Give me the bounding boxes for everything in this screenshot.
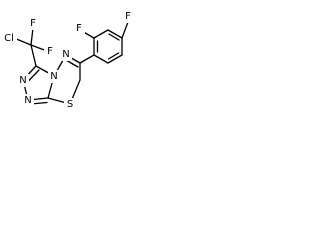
atom-n-azine-top-label: N <box>62 49 69 60</box>
bond-ring-inner-2 <box>107 52 120 60</box>
bond-phenyl-to-thiadiazine <box>79 54 95 64</box>
atom-f-cf2-b: F <box>44 45 56 58</box>
atom-f-cf2-b-label: F <box>47 46 53 57</box>
atom-n-triazole-left: N <box>17 74 29 87</box>
atom-n-azine-bridge-label: N <box>50 71 57 82</box>
atom-n-azine-top: N <box>60 48 72 61</box>
bond-c-f-top <box>121 21 129 39</box>
atom-n-triazole-bottom: N <box>22 94 34 107</box>
atom-n-triazole-bottom-label: N <box>24 95 31 106</box>
bond-c3-cf2 <box>30 44 37 67</box>
atom-s-ring-label: S <box>67 99 73 110</box>
bond-ring-a1-a2 <box>107 29 123 39</box>
difluorophenyl-ring <box>93 29 123 64</box>
chemical-structure-diagram: F F Cl F F N N N N S <box>1 10 134 111</box>
bond-ring-inner-1 <box>108 33 120 41</box>
atom-f-cf2-a-label: F <box>30 18 36 29</box>
atom-cl-label: Cl <box>4 33 14 44</box>
bond-ring-a3-a4 <box>107 54 123 64</box>
bond-ring-a6-a1 <box>93 29 109 39</box>
bond-ring-a4-a5 <box>93 54 109 64</box>
atom-s-ring: S <box>64 98 76 111</box>
atom-f-ortho-label: F <box>76 23 82 34</box>
atom-f-top-label: F <box>125 11 131 22</box>
atom-f-ortho: F <box>73 22 85 35</box>
atom-cl: Cl <box>1 32 17 45</box>
atom-f-cf2-a: F <box>27 17 39 30</box>
atom-n-triazole-left-label: N <box>19 75 26 86</box>
bond-cf2-f-a <box>30 27 34 46</box>
atom-n-azine-bridge: N <box>48 70 60 83</box>
atom-f-top: F <box>122 10 134 23</box>
